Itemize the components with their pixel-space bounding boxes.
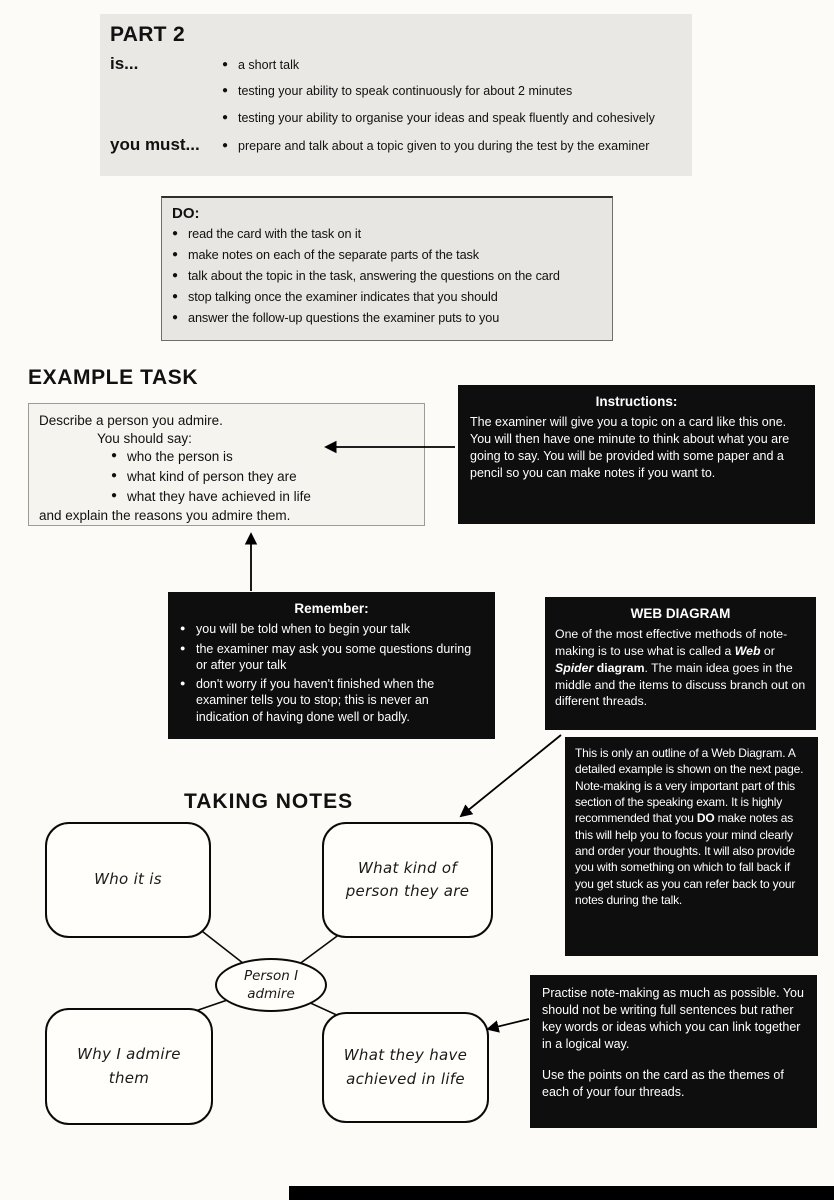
do-panel: DO: read the card with the task on it ma… — [161, 196, 613, 341]
part2-is-row: is... a short talk testing your ability … — [110, 55, 680, 126]
practise-note-para2: Use the points on the card as the themes… — [542, 1068, 784, 1099]
arrow-webdiagram-to-node — [459, 734, 562, 818]
example-task-card: Describe a person you admire. You should… — [28, 403, 425, 526]
text-segment: make notes as this will help you to focu… — [575, 811, 796, 907]
taking-notes-heading: TAKING NOTES — [184, 790, 354, 813]
web-diagram-panel: WEB DIAGRAM One of the most effective me… — [545, 597, 816, 730]
list-item: prepare and talk about a topic given to … — [222, 138, 680, 154]
do-title: DO: — [172, 205, 200, 222]
task-card-intro: Describe a person you admire. — [39, 413, 223, 428]
part2-is-label: is... — [110, 54, 139, 73]
outline-note-panel: This is only an outline of a Web Diagram… — [565, 737, 818, 956]
list-item: what kind of person they are — [111, 468, 414, 486]
text-segment-spider: Spider — [555, 660, 594, 675]
remember-panel: Remember: you will be told when to begin… — [168, 592, 495, 739]
web-diagram-title: WEB DIAGRAM — [630, 606, 731, 621]
text-segment-web: Web — [734, 644, 761, 659]
remember-list: you will be told when to begin your talk… — [180, 621, 483, 725]
practise-note-para1: Practise note-making as much as possible… — [542, 986, 804, 1051]
outline-note-body: This is only an outline of a Web Diagram… — [575, 745, 808, 908]
instructions-title: Instructions: — [595, 394, 678, 409]
list-item: the examiner may ask you some questions … — [180, 641, 483, 674]
list-item: testing your ability to organise your id… — [222, 110, 680, 126]
instructions-body: The examiner will give you a topic on a … — [470, 415, 790, 481]
text-segment: . The main idea goes in the middle and t… — [555, 660, 806, 709]
part2-title: PART 2 — [110, 23, 185, 46]
practise-note-panel: Practise note-making as much as possible… — [530, 975, 817, 1128]
remember-title: Remember: — [294, 601, 369, 616]
part2-must-label: you must... — [110, 134, 200, 154]
arrow-practise-to-node — [486, 1018, 530, 1033]
diagram-node-who-it-is: Who it is — [45, 822, 211, 938]
list-item: answer the follow-up questions the exami… — [172, 310, 602, 327]
text-segment: or — [760, 644, 775, 659]
task-card-subintro: You should say: — [97, 431, 192, 447]
list-item: talk about the topic in the task, answer… — [172, 268, 602, 285]
part2-panel: PART 2 is... a short talk testing your a… — [100, 14, 692, 176]
list-item: who the person is — [111, 448, 414, 466]
list-item: what they have achieved in life — [111, 488, 414, 506]
web-diagram-body: One of the most effective methods of not… — [555, 626, 806, 710]
task-card-outro: and explain the reasons you admire them. — [39, 508, 291, 524]
diagram-node-kind-of-person: What kind of person they are — [322, 822, 493, 938]
list-item: a short talk — [222, 57, 680, 73]
part2-must-row: you must... prepare and talk about a top… — [110, 136, 680, 154]
list-item: make notes on each of the separate parts… — [172, 247, 602, 264]
list-item: read the card with the task on it — [172, 226, 602, 243]
list-item: stop talking once the examiner indicates… — [172, 289, 602, 306]
diagram-node-achieved: What they have achieved in life — [322, 1012, 489, 1123]
do-list: read the card with the task on it make n… — [172, 226, 602, 327]
text-segment-diagram: diagram — [596, 660, 645, 675]
text-segment: This is only an outline of a Web Diagram… — [575, 746, 804, 826]
diagram-node-why-admire: Why I admire them — [45, 1008, 213, 1125]
list-item: you will be told when to begin your talk — [180, 621, 483, 637]
diagram-center-topic: Person I admire — [215, 958, 327, 1012]
task-card-list: who the person is what kind of person th… — [111, 448, 414, 505]
part2-is-list: a short talk testing your ability to spe… — [222, 55, 680, 126]
instructions-panel: Instructions: The examiner will give you… — [458, 385, 815, 524]
part2-must-list: prepare and talk about a topic given to … — [222, 136, 680, 154]
text-segment-do: DO — [696, 811, 715, 826]
list-item: testing your ability to speak continuous… — [222, 83, 680, 99]
page-footer-bar — [289, 1186, 834, 1200]
list-item: don't worry if you haven't finished when… — [180, 676, 483, 725]
example-task-heading: EXAMPLE TASK — [28, 366, 199, 389]
text-segment: One of the most effective methods of not… — [555, 627, 788, 659]
